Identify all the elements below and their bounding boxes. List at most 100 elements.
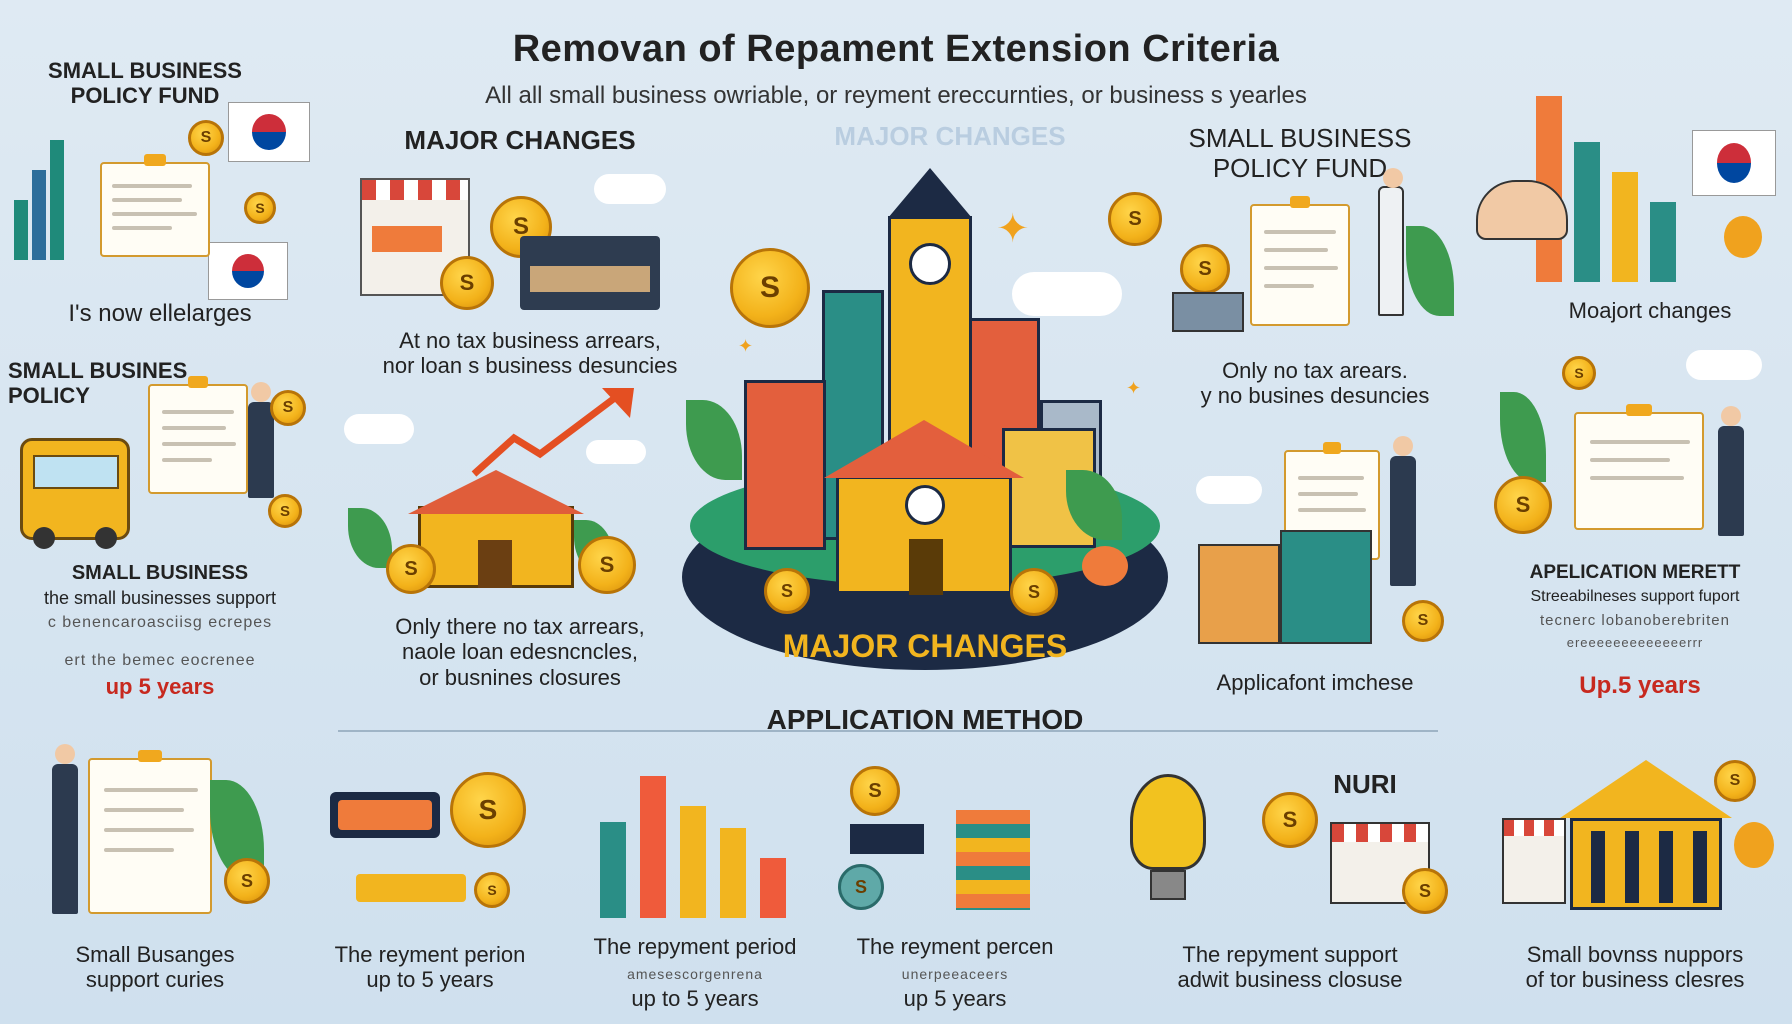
clipboard-icon <box>148 376 248 494</box>
sparkle-icon: ✦ <box>738 336 754 356</box>
coin-icon: S <box>1562 356 1596 390</box>
bottom-panel-4-duration: up 5 years <box>903 986 1007 1011</box>
tree-icon <box>686 400 742 480</box>
coin-icon: S <box>268 494 302 528</box>
cloud-icon <box>344 414 414 444</box>
bottom-panel-4-title: The reyment percen <box>856 934 1054 959</box>
bottom-panel-4-blurred-line: unerpeeaceers <box>901 966 1009 982</box>
center-left-caption-2: Only there no tax arrears, naole loan ed… <box>395 614 645 690</box>
korean-flag-icon <box>228 102 310 162</box>
bottom-panel-5-caption: The repyment support adwit business clos… <box>1177 942 1403 993</box>
coin-icon: S <box>1402 868 1448 914</box>
businessman-icon <box>1390 436 1416 586</box>
center-left-heading: MAJOR CHANGES <box>404 125 636 155</box>
right-mid-sub: Streeabilneses support fuport <box>1530 588 1740 605</box>
right-mid-blurred-line: ereeeeeeeeeeeeerrr <box>1566 635 1704 650</box>
coin-icon: S <box>764 568 810 614</box>
right-mid-blurred-line: tecnerc lobanoberebriten <box>1540 612 1730 629</box>
clipboard-icon <box>1250 196 1350 326</box>
tower-roof <box>888 168 972 218</box>
money-bag-icon <box>1734 822 1774 868</box>
businessman-icon <box>1718 406 1744 536</box>
coin-icon: S <box>578 536 636 594</box>
sparkle-icon: ✦ <box>1126 378 1142 398</box>
bar-chart-icon <box>14 140 74 260</box>
cloud-icon <box>586 440 646 464</box>
divider <box>338 730 1438 732</box>
coin-icon: S <box>1494 476 1552 534</box>
bus-icon <box>20 438 130 549</box>
coin-icon: S <box>244 192 276 224</box>
lightbulb-base <box>1150 870 1186 900</box>
clipboard-icon <box>88 750 212 914</box>
tree-icon <box>348 508 392 568</box>
building-icon <box>1198 544 1280 644</box>
coin-icon: S <box>224 858 270 904</box>
right-top-caption: Moajort changes <box>1568 298 1732 323</box>
left-top-heading: SMALL BUSINESS POLICY FUND <box>48 58 242 109</box>
left-mid-blurred-line: ert the bemec eocrenee <box>64 652 256 669</box>
coin-icon: S <box>188 120 224 156</box>
major-changes-banner: MAJOR CHANGES <box>782 628 1068 664</box>
cloud-icon <box>1012 272 1122 316</box>
storefront-icon <box>360 178 470 296</box>
sparkle-icon: ✦ <box>996 207 1030 251</box>
center-left-caption-1: At no tax business arrears, nor loan s b… <box>382 328 678 379</box>
bank-roof <box>1560 760 1732 818</box>
bottom-panel-1-caption: Small Busanges support curies <box>75 942 235 993</box>
house-icon <box>408 470 584 588</box>
coin-icon: S <box>1402 600 1444 642</box>
pumpkin-icon <box>1082 546 1128 586</box>
money-bag-icon <box>1724 216 1762 258</box>
hand-icon <box>1476 180 1568 240</box>
page-subtitle: All all small business owriable, or reym… <box>485 82 1307 109</box>
bottom-panel-3-blurred-line: amesescorgenrena <box>627 966 763 982</box>
plant-icon <box>1500 392 1546 482</box>
building-sign-icon <box>520 236 660 310</box>
coin-icon: S <box>270 390 306 426</box>
bar-chart-icon <box>600 776 796 918</box>
ghost-heading: MAJOR CHANGES <box>834 121 1066 151</box>
town-hall-roof <box>824 420 1024 478</box>
building-icon <box>744 380 826 550</box>
bottom-panel-2-caption: The reyment perion up to 5 years <box>334 942 526 993</box>
coin-icon: S <box>850 766 900 816</box>
storefront-icon <box>1502 818 1566 904</box>
coin-icon: S <box>1010 568 1058 616</box>
shop-icon <box>1172 292 1244 332</box>
page-title: Removan of Repament Extension Criteria <box>512 28 1280 70</box>
korean-flag-icon <box>1692 130 1776 196</box>
coin-icon: S <box>440 256 494 310</box>
cloud-icon <box>594 174 666 204</box>
businessman-icon <box>1378 168 1404 316</box>
coin-icon: S <box>1714 760 1756 802</box>
center-right-caption-1: Only no tax arears. y no busines desunci… <box>1200 358 1430 409</box>
coin-icon: S <box>1262 792 1318 848</box>
bill-stack-icon <box>356 874 466 902</box>
coin-icon: S <box>450 772 526 848</box>
store-sign: NURI <box>1333 769 1397 799</box>
signboard-icon <box>850 824 924 854</box>
left-top-caption: I's now ellelarges <box>68 300 252 327</box>
right-mid-duration: Up.5 years <box>1579 672 1701 699</box>
document-icon <box>100 154 210 257</box>
korean-flag-icon <box>208 242 288 300</box>
coin-icon: S <box>386 544 436 594</box>
cloud-icon <box>1686 350 1762 380</box>
bar-chart-icon <box>1536 96 1696 282</box>
book-stack-icon <box>956 810 1030 910</box>
clipboard-icon <box>1574 404 1704 530</box>
cloud-icon <box>1196 476 1262 504</box>
coin-icon: S <box>474 872 510 908</box>
town-hall-icon <box>836 476 1012 595</box>
left-mid-duration: up 5 years <box>105 674 215 699</box>
lightbulb-icon <box>1130 774 1206 870</box>
left-mid-sub: the small businesses support <box>43 588 277 608</box>
coin-icon: S <box>1108 192 1162 246</box>
right-mid-heading: APELICATION MERETT <box>1529 562 1741 583</box>
bottom-panel-3-title: The repyment period <box>593 934 797 959</box>
left-mid-heading: SMALL BUSINES POLICY <box>8 358 188 409</box>
left-mid-title: SMALL BUSINESS <box>71 562 249 584</box>
center-right-heading: SMALL BUSINESS POLICY FUND <box>1188 123 1412 183</box>
signboard-icon <box>330 792 440 838</box>
